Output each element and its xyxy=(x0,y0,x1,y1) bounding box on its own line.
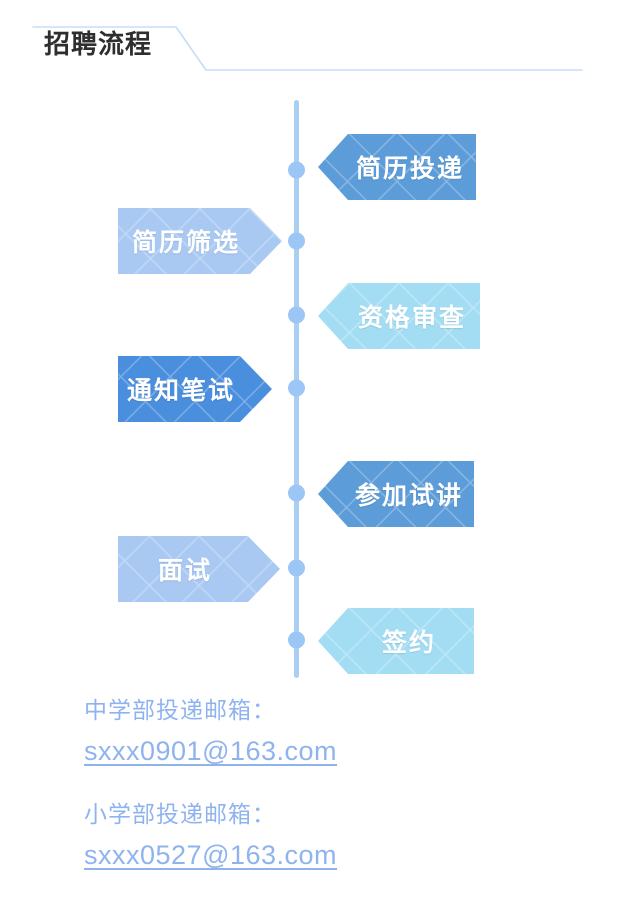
flow-step-arrow-shape xyxy=(118,536,280,602)
timeline-dot-3 xyxy=(288,306,305,324)
flow-step-diamond-texture xyxy=(318,461,474,527)
flow-step-arrow-shape xyxy=(318,134,476,200)
flow-step-label: 简历投递 xyxy=(355,155,464,183)
flow-step-diamond-texture xyxy=(118,536,280,602)
flow-step-label: 签约 xyxy=(381,629,436,657)
timeline-dot-6 xyxy=(288,559,305,577)
flow-step-4[interactable]: 通知笔试 xyxy=(118,356,272,422)
flow-step-diamond-texture xyxy=(318,134,476,200)
contact-section: 中学部投递邮箱： sxxx0901@163.com 小学部投递邮箱： sxxx0527… xyxy=(0,690,621,898)
flow-step-label: 面试 xyxy=(157,557,212,585)
flow-step-label: 通知笔试 xyxy=(126,377,235,405)
recruitment-flow-timeline: 简历投递简历筛选资格审查通知笔试参加试讲面试签约 xyxy=(0,100,480,678)
flow-step-arrow-shape xyxy=(318,461,474,527)
flow-step-arrow-shape xyxy=(118,356,272,422)
flow-step-diamond-texture xyxy=(118,356,272,422)
flow-step-arrow-shape xyxy=(318,283,480,349)
flow-step-2[interactable]: 简历筛选 xyxy=(118,208,282,274)
page-title: 招聘流程 xyxy=(44,29,153,59)
flow-step-label: 参加试讲 xyxy=(354,482,463,510)
contact-block-2: 小学部投递邮箱： sxxx0527@163.com xyxy=(0,794,621,876)
contact-email-link[interactable]: sxxx0901@163.com xyxy=(84,736,338,766)
timeline-dot-2 xyxy=(288,232,305,250)
contact-block-1: 中学部投递邮箱： sxxx0901@163.com xyxy=(0,690,621,772)
timeline-dot-7 xyxy=(288,631,305,649)
flow-step-1[interactable]: 简历投递 xyxy=(318,134,476,200)
contact-label: 小学部投递邮箱： xyxy=(84,801,276,827)
flow-step-label: 简历筛选 xyxy=(131,229,240,257)
timeline-dot-1 xyxy=(288,161,305,179)
flow-step-label: 资格审查 xyxy=(357,304,466,332)
flow-step-diamond-texture xyxy=(318,283,480,349)
flow-step-arrow-shape xyxy=(318,608,474,674)
flow-step-6[interactable]: 面试 xyxy=(118,536,280,602)
contact-email-link[interactable]: sxxx0527@163.com xyxy=(84,840,338,870)
flow-step-diamond-texture xyxy=(318,608,474,674)
flow-step-arrow-shape xyxy=(118,208,282,274)
contact-label: 中学部投递邮箱： xyxy=(84,697,276,723)
flow-step-5[interactable]: 参加试讲 xyxy=(318,461,474,527)
timeline-dot-4 xyxy=(288,379,305,397)
flow-step-3[interactable]: 资格审查 xyxy=(318,283,480,349)
flow-step-diamond-texture xyxy=(118,208,282,274)
timeline-dot-5 xyxy=(288,484,305,502)
flow-step-7[interactable]: 签约 xyxy=(318,608,474,674)
